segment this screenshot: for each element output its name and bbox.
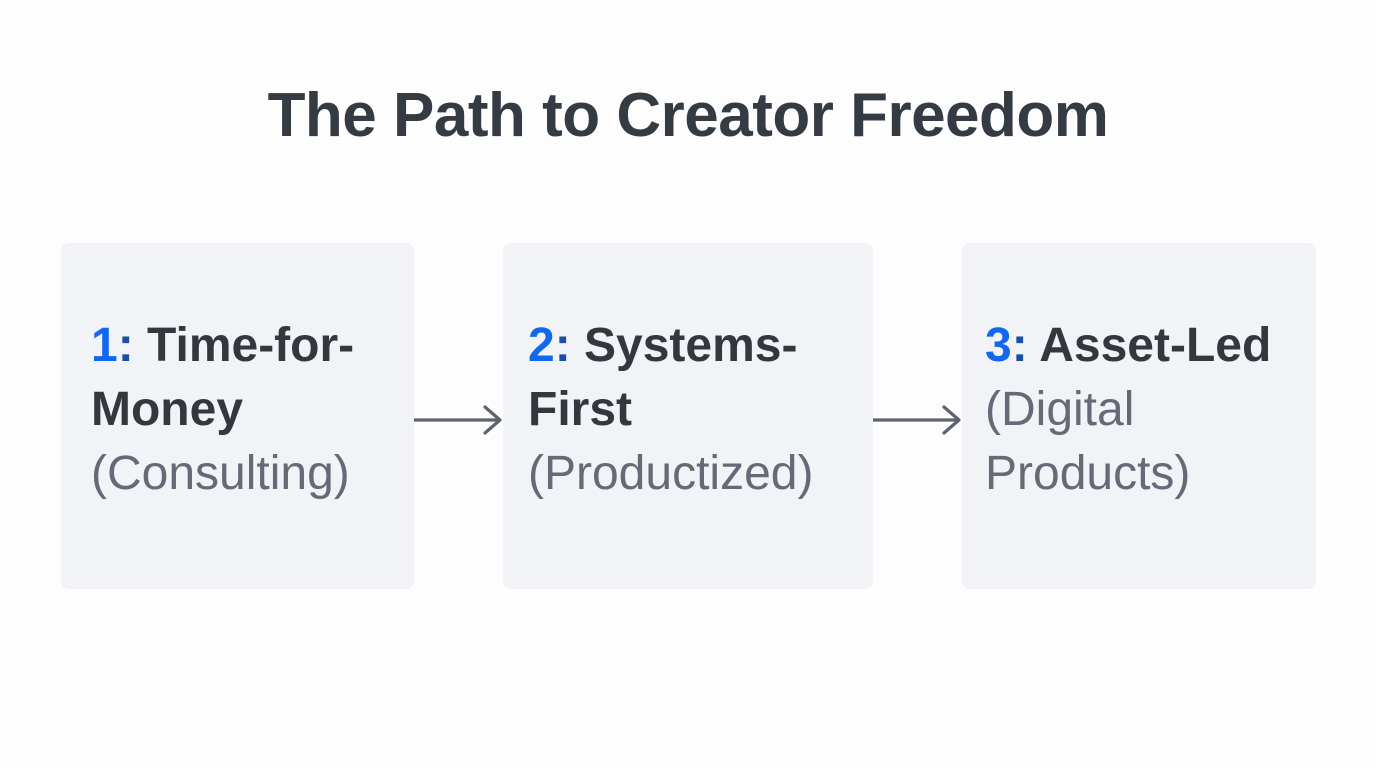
- step-heading-line-2: First: [528, 383, 633, 436]
- step-heading-line-1: 2: Systems-: [528, 314, 873, 378]
- step-card-text: 2: Systems- First (Productized): [528, 314, 873, 506]
- step-number: 1: [91, 319, 118, 372]
- step-card-2: 2: Systems- First (Productized): [503, 243, 873, 589]
- step-number: 3: [985, 319, 1012, 372]
- step-card-text: 3: Asset-Led (Digital Products): [985, 314, 1316, 506]
- diagram-title: The Path to Creator Freedom: [267, 81, 1109, 150]
- step-label: Time-for-: [133, 319, 355, 372]
- arrow-right-icon: [873, 405, 961, 435]
- step-card-text: 1: Time-for- Money (Consulting): [91, 314, 414, 506]
- step-number: 2: [528, 319, 555, 372]
- step-separator: :: [117, 319, 134, 372]
- step-subtitle: (Productized): [528, 447, 814, 500]
- step-separator: :: [1011, 319, 1028, 372]
- step-card-3: 3: Asset-Led (Digital Products): [962, 243, 1316, 589]
- step-label: Systems-: [570, 319, 798, 372]
- step-heading-line-2: Money: [91, 383, 244, 436]
- step-subtitle-line-2: Products): [985, 447, 1191, 500]
- step-subtitle: (Consulting): [91, 447, 350, 500]
- step-label: Asset-Led: [1027, 319, 1272, 372]
- arrow-right-icon: [414, 405, 502, 435]
- step-heading-line-1: 3: Asset-Led: [985, 314, 1316, 378]
- step-separator: :: [554, 319, 571, 372]
- step-heading-line-1: 1: Time-for-: [91, 314, 414, 378]
- step-subtitle-line-1: (Digital: [985, 383, 1135, 436]
- step-card-1: 1: Time-for- Money (Consulting): [61, 243, 414, 589]
